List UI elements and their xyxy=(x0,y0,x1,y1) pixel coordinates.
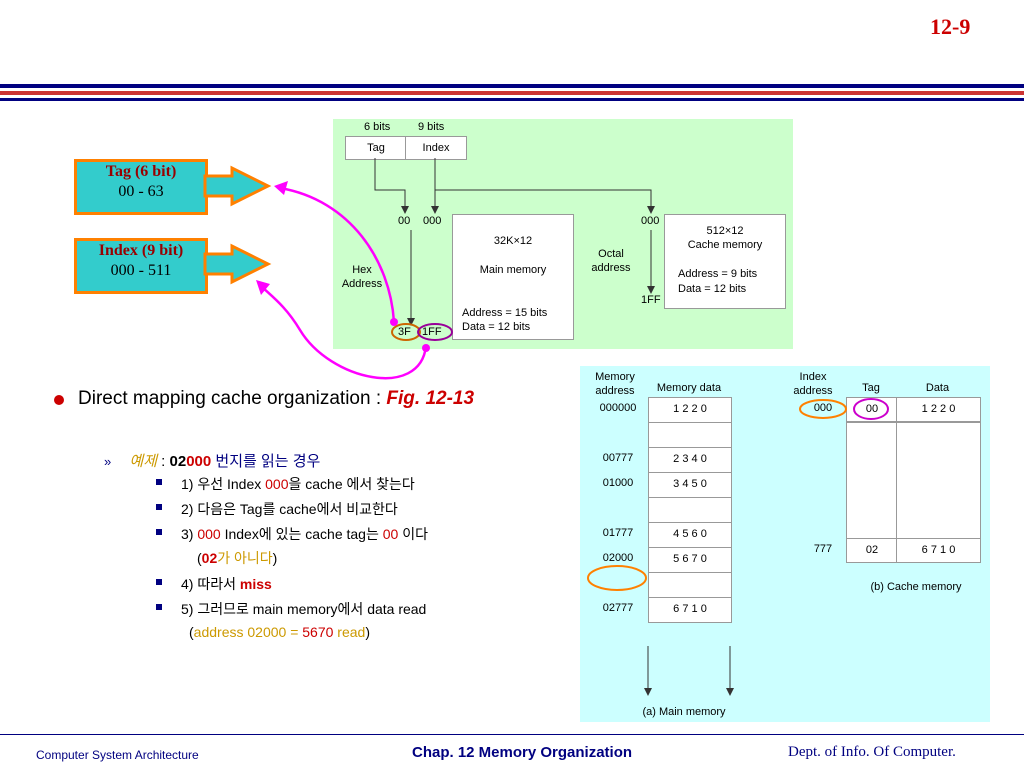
cache-data-gap xyxy=(896,422,981,539)
bullet-dot-icon xyxy=(54,395,64,405)
square-bullet-icon xyxy=(156,579,162,585)
main-memory-row-address: 01777 xyxy=(602,527,634,539)
main-memory-caption: (a) Main memory xyxy=(642,706,726,718)
header-rule-red xyxy=(0,91,1024,95)
octal-address-label: Octal address xyxy=(591,248,631,274)
index-range-arrow xyxy=(259,284,428,380)
cache-memory-size: 512×12 xyxy=(706,225,744,237)
hex-address-label: Hex Address xyxy=(341,264,383,290)
cache-data-header: Data xyxy=(925,382,950,394)
octal-end: 1FF xyxy=(641,294,661,306)
cache-memory-caption: (b) Cache memory xyxy=(870,581,962,593)
cache-memory-box: 512×12 Cache memory Address = 9 bits Dat… xyxy=(664,214,786,309)
main-memory-addr-bits: Address = 15 bits xyxy=(462,307,548,319)
square-bullet-icon xyxy=(156,529,162,535)
index-callout-title: Index (9 bit) xyxy=(98,242,184,259)
main-memory-row-address: 01000 xyxy=(602,477,634,489)
index-000-highlight xyxy=(799,399,847,419)
cache-row-index: 777 xyxy=(813,543,833,555)
step-3: 3) 000 Index에 있는 cache tag는 00 이다 xyxy=(181,526,428,542)
hex-end-tag: 3F xyxy=(398,326,411,338)
main-memory-size: 32K×12 xyxy=(493,235,533,247)
square-bullet-icon xyxy=(156,604,162,610)
example-marker: » xyxy=(104,454,112,469)
tag-00-highlight xyxy=(853,398,889,420)
tag-callout: Tag (6 bit) 00 - 63 xyxy=(74,159,208,215)
square-bullet-icon xyxy=(156,504,162,510)
hex-start-tag: 00 xyxy=(398,215,411,227)
index-to-cache-connector xyxy=(435,189,652,206)
tag-callout-range: 00 - 63 xyxy=(118,183,164,200)
step-5-note: (address 02000 = 5670 read) xyxy=(189,624,371,640)
cache-row-index: 000 xyxy=(813,402,833,414)
example-addr-a: 02 xyxy=(169,453,187,470)
main-memory-row-data: 3 4 5 0 xyxy=(648,472,732,498)
example-addr-b: 000 xyxy=(186,453,212,470)
cache-memory-data-bits: Data = 12 bits xyxy=(678,283,747,295)
index-callout-range: 000 - 511 xyxy=(110,262,172,279)
main-memory-row-data: 2 3 4 0 xyxy=(648,447,732,473)
main-memory-addr-header: Memory address xyxy=(595,371,635,397)
tag-callout-title: Tag (6 bit) xyxy=(105,163,177,180)
main-memory-row-data xyxy=(648,422,732,448)
main-memory-row-address: 00777 xyxy=(602,452,634,464)
index-callout: Index (9 bit) 000 - 511 xyxy=(74,238,208,294)
main-memory-data-header: Memory data xyxy=(656,382,722,394)
main-memory-row-data: 6 7 1 0 xyxy=(648,597,732,623)
hex-end-tag-highlight xyxy=(391,323,421,341)
example-colon: : xyxy=(157,453,170,470)
step-3-note: (02가 아니다) xyxy=(197,550,278,566)
square-bullet-icon xyxy=(156,479,162,485)
step-1: 1) 우선 Index 000을 cache 에서 찾는다 xyxy=(181,476,415,492)
main-memory-data-bits: Data = 12 bits xyxy=(462,321,531,333)
hex-end-index-highlight xyxy=(417,323,453,341)
footer-dept: Dept. of Info. Of Computer. xyxy=(788,744,956,760)
main-memory-row-data: 4 5 6 0 xyxy=(648,522,732,548)
footer-chapter: Chap. 12 Memory Organization xyxy=(412,744,633,761)
main-memory-box: 32K×12 Main memory Address = 15 bits Dat… xyxy=(452,214,574,340)
cache-row-data: 1 2 2 0 xyxy=(896,397,981,422)
main-bullet-text: Direct mapping cache organization : xyxy=(78,388,387,409)
main-bullet-ref: Fig. 12-13 xyxy=(386,388,475,409)
tag-arrow-icon xyxy=(203,165,272,207)
example-rest: 번지를 읽는 경우 xyxy=(211,453,321,470)
cache-index-header: Index address xyxy=(793,371,833,397)
cache-memory-addr-bits: Address = 9 bits xyxy=(678,268,758,280)
tag-field-box: Tag xyxy=(345,136,407,160)
header-rule-navy-2 xyxy=(0,98,1024,101)
hex-start-index: 000 xyxy=(423,215,442,227)
example-label: 예제 xyxy=(129,453,158,470)
tag-connector xyxy=(374,158,406,206)
main-memory-row-address: 000000 xyxy=(599,402,637,414)
index-arrow-icon xyxy=(203,243,272,285)
cache-memory-name: Cache memory xyxy=(687,239,763,251)
addr-02000-highlight xyxy=(587,565,647,591)
tag-range-arrow xyxy=(279,186,396,323)
step-5: 5) 그러므로 main memory에서 data read xyxy=(181,601,427,617)
slide-number: 12-9 xyxy=(930,14,971,39)
cache-tag-gap xyxy=(846,422,898,539)
index-bits-label: 9 bits xyxy=(418,121,445,133)
hex-end-index: 1FF xyxy=(422,326,442,338)
main-memory-row-address: 02000 xyxy=(602,552,634,564)
octal-start: 000 xyxy=(641,215,660,227)
cache-row-data: 6 7 1 0 xyxy=(896,538,981,563)
footer-rule xyxy=(0,734,1024,735)
main-bullet: Direct mapping cache organization : Fig.… xyxy=(78,388,474,410)
example-line: » 예제 : 02000 번지를 읽는 경우 xyxy=(104,450,320,471)
main-memory-row-data xyxy=(648,572,732,598)
main-memory-row-address: 02777 xyxy=(602,602,634,614)
footer-course: Computer System Architecture xyxy=(36,748,199,762)
header-rule-navy xyxy=(0,84,1024,88)
cache-tag-header: Tag xyxy=(862,382,880,394)
step-4: 4) 따라서 miss xyxy=(181,576,272,592)
step-2: 2) 다음은 Tag를 cache에서 비교한다 xyxy=(181,501,398,517)
index-field-box: Index xyxy=(405,136,467,160)
tag-bits-label: 6 bits xyxy=(364,121,391,133)
main-memory-name: Main memory xyxy=(479,264,547,276)
